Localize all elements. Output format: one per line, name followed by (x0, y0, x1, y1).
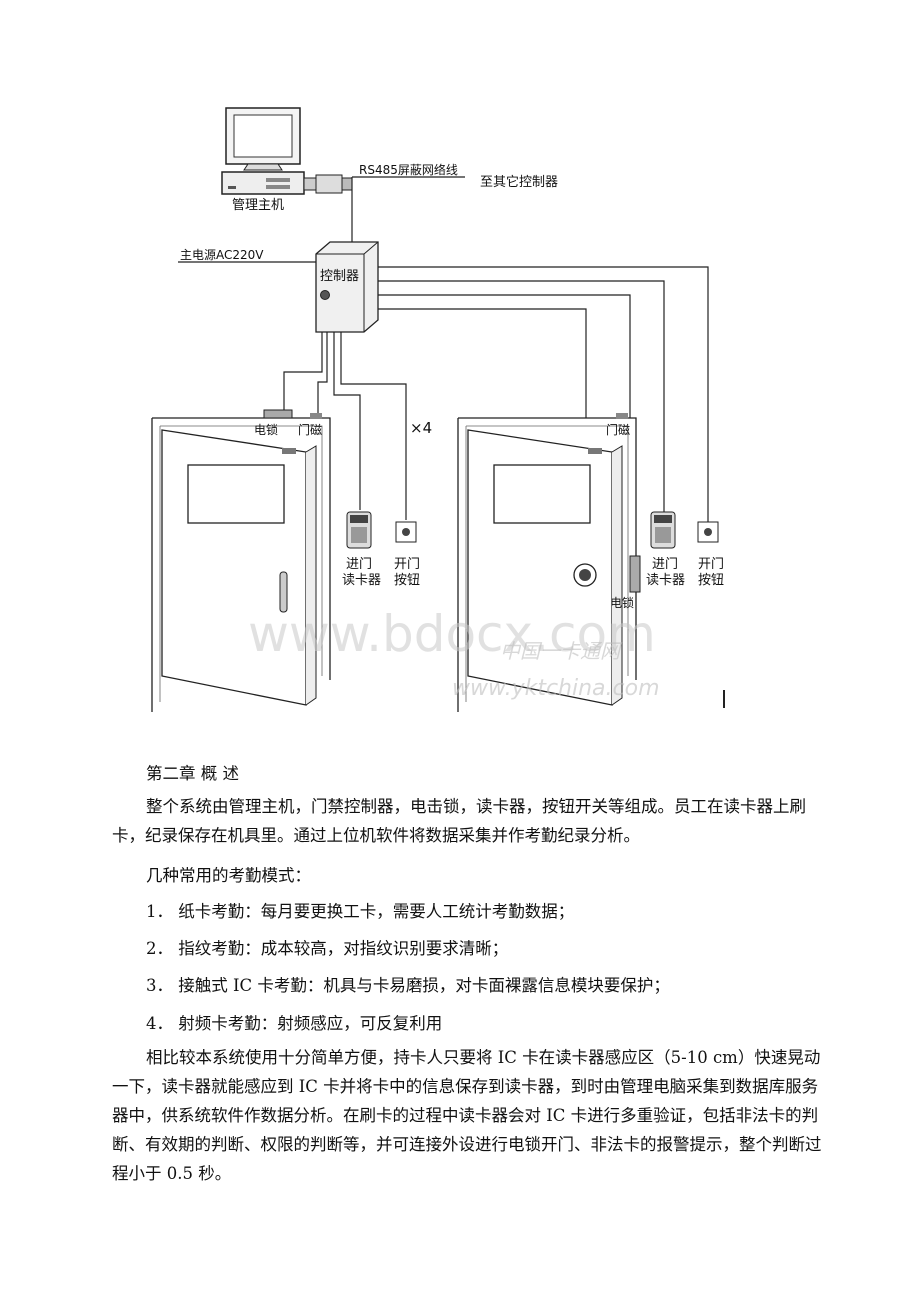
mode-item-4: 4． 射频卡考勤：射频感应，可反复利用 (146, 1014, 443, 1033)
mode-item-3: 3． 接触式 IC 卡考勤：机具与卡易磨损，对卡面裸露信息模块要保护； (146, 976, 670, 995)
rs485-converter-icon (303, 174, 353, 194)
left-open-button-icon (395, 521, 417, 543)
management-host-computer-icon (221, 107, 305, 195)
modes-heading: 几种常用的考勤模式： (146, 866, 311, 885)
summary-paragraph: 相比较本系统使用十分简单方便，持卡人只要将 IC 卡在读卡器感应区（5-10 c… (112, 1048, 822, 1183)
right-lock-label: 电锁 (610, 595, 634, 610)
right-card-reader-icon (650, 511, 676, 549)
left-mag-label: 门磁 (298, 422, 322, 437)
host-label: 管理主机 (232, 198, 284, 213)
left-button-label-1: 开门 (394, 557, 420, 572)
mode-item-1: 1． 纸卡考勤：每月要更换工卡，需要人工统计考勤数据； (146, 902, 575, 921)
right-door (457, 413, 641, 712)
right-button-label-2: 按钮 (698, 573, 724, 588)
left-reader-label-2: 读卡器 (342, 573, 381, 588)
controller-box (315, 241, 379, 333)
intro-paragraph: 整个系统由管理主机，门禁控制器，电击锁，读卡器，按钮开关等组成。员工在读卡器上刷… (112, 797, 806, 845)
power-label: 主电源AC220V (180, 248, 264, 262)
controller-label: 控制器 (320, 269, 359, 284)
right-reader-label-1: 进门 (652, 557, 678, 572)
rs485-label: RS485屏蔽网络线 (359, 162, 458, 177)
right-button-label-1: 开门 (698, 557, 724, 572)
left-lock-label: 电锁 (254, 422, 278, 437)
right-door-wiring (378, 266, 709, 525)
access-control-wiring-diagram: 管理主机 RS485屏蔽网络线 至其它控制器 主电源AC220V 控制器 (151, 107, 725, 712)
left-door-wiring (283, 332, 407, 520)
left-card-reader-icon (346, 511, 372, 549)
right-mag-label: 门磁 (606, 422, 630, 437)
multiplier-label: ×4 (410, 419, 432, 437)
right-reader-label-2: 读卡器 (646, 573, 685, 588)
other-controllers-label: 至其它控制器 (480, 174, 558, 190)
left-button-label-2: 按钮 (394, 573, 420, 588)
chapter-title: 第二章 概 述 (146, 764, 239, 783)
mode-item-2: 2． 指纹考勤：成本较高，对指纹识别要求清晰； (146, 939, 509, 958)
left-door (151, 409, 331, 712)
left-reader-label-1: 进门 (346, 557, 372, 572)
right-open-button-icon (697, 521, 719, 543)
